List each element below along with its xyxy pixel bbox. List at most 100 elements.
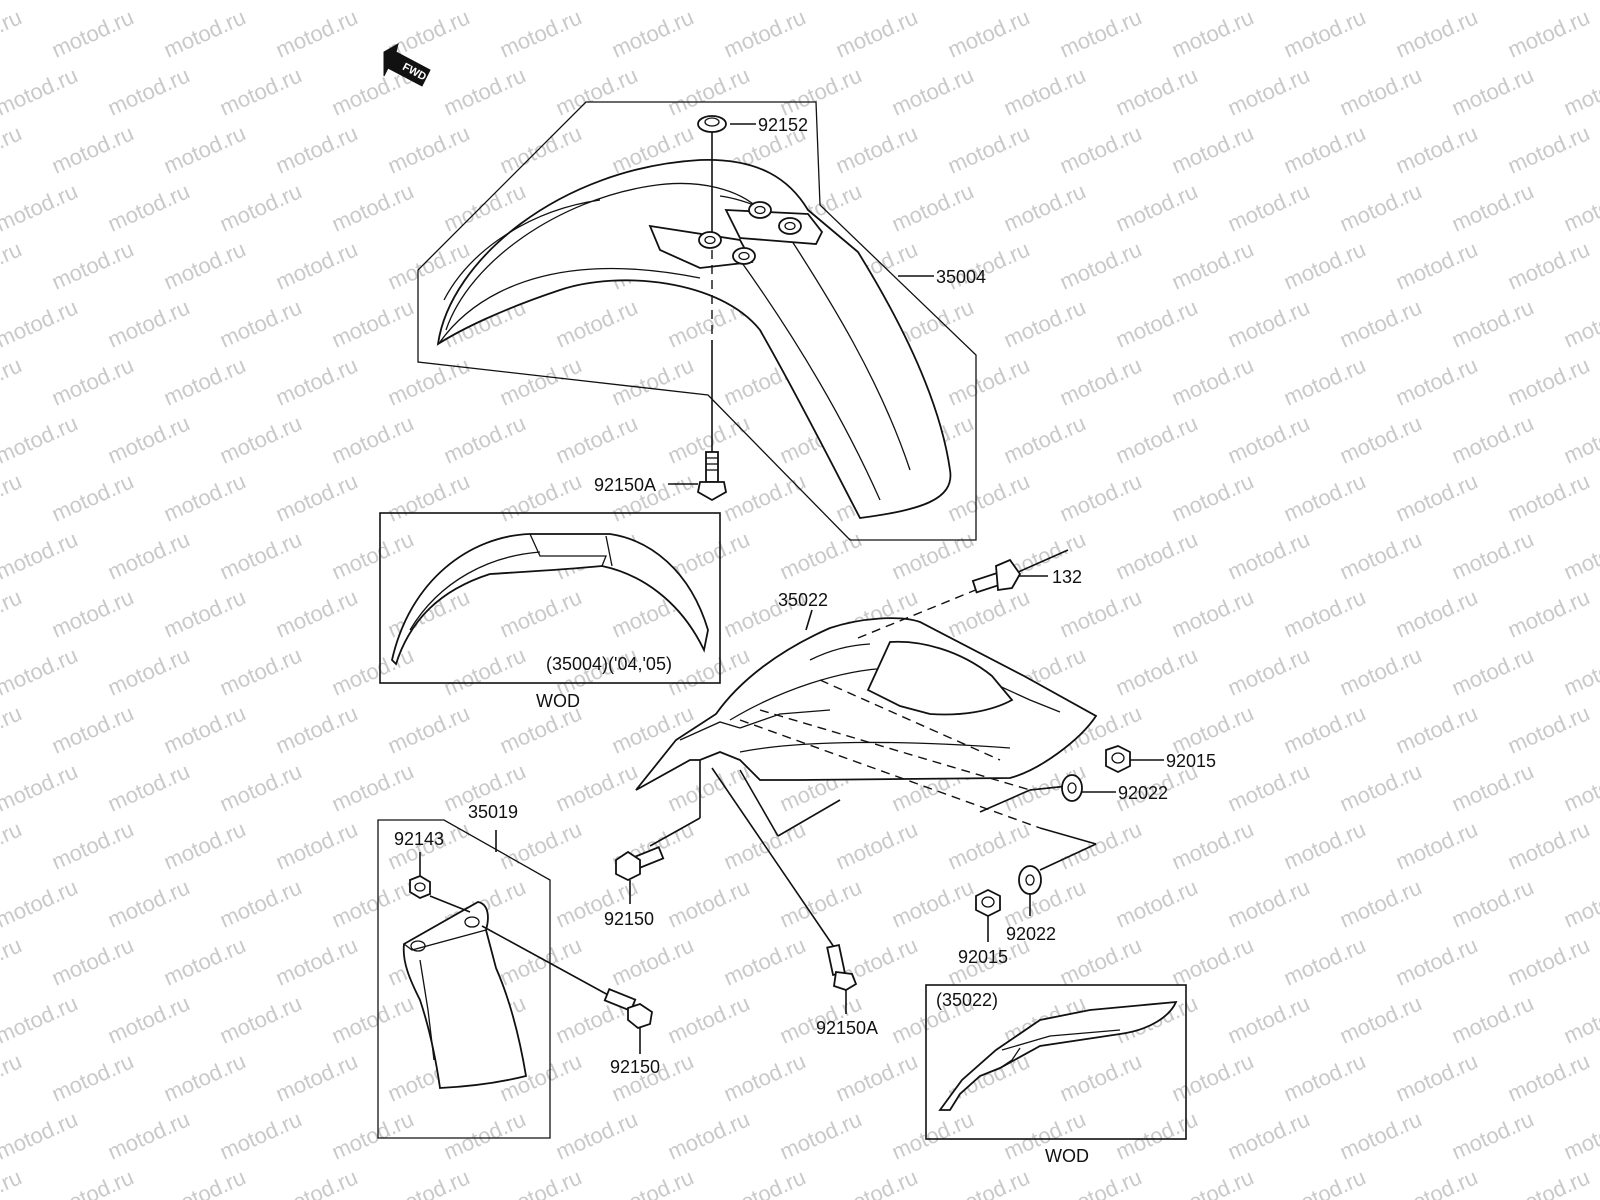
nut-92015-right bbox=[1105, 745, 1131, 774]
watermark-text: motod.ru bbox=[48, 1164, 137, 1200]
watermark-text: motod.ru bbox=[888, 178, 977, 236]
watermark-text: motod.ru bbox=[160, 468, 249, 526]
watermark-text: motod.ru bbox=[1112, 0, 1201, 5]
watermark-text: motod.ru bbox=[1056, 584, 1145, 642]
watermark-text: motod.ru bbox=[216, 0, 305, 5]
washer-92022-low bbox=[1018, 865, 1042, 895]
inset-front-fender-wod: (35004)('04,'05) WOD bbox=[379, 512, 721, 711]
watermark-text: motod.ru bbox=[160, 816, 249, 874]
watermark-text: motod.ru bbox=[328, 758, 417, 816]
watermark-text: motod.ru bbox=[328, 178, 417, 236]
callout-92152: 92152 bbox=[758, 115, 808, 135]
watermark-text: motod.ru bbox=[1392, 700, 1481, 758]
watermark-text: motod.ru bbox=[1280, 1048, 1369, 1106]
watermark-text: motod.ru bbox=[272, 1048, 361, 1106]
bolt-92150a-low bbox=[826, 943, 858, 991]
watermark-text: motod.ru bbox=[1224, 410, 1313, 468]
watermark-text: motod.ru bbox=[0, 990, 81, 1048]
watermark-text: motod.ru bbox=[440, 410, 529, 468]
watermark-text: motod.ru bbox=[216, 1106, 305, 1164]
watermark-text: motod.ru bbox=[1056, 816, 1145, 874]
watermark-text: motod.ru bbox=[1392, 816, 1481, 874]
watermark-text: motod.ru bbox=[272, 1164, 361, 1200]
bolt-92150-bottom bbox=[603, 988, 653, 1030]
callout-132: 132 bbox=[1052, 567, 1082, 587]
watermark-text: motod.ru bbox=[832, 120, 921, 178]
watermark-text: motod.ru bbox=[272, 120, 361, 178]
watermark-text: motod.ru bbox=[0, 468, 25, 526]
watermark-text: motod.ru bbox=[1560, 758, 1600, 816]
watermark-text: motod.ru bbox=[1056, 236, 1145, 294]
watermark-text: motod.ru bbox=[608, 4, 697, 62]
watermark-text: motod.ru bbox=[216, 874, 305, 932]
watermark-text: motod.ru bbox=[440, 0, 529, 5]
watermark-text: motod.ru bbox=[160, 4, 249, 62]
watermark-text: motod.ru bbox=[1056, 120, 1145, 178]
watermark-text: motod.ru bbox=[1168, 352, 1257, 410]
watermark-text: motod.ru bbox=[104, 526, 193, 584]
watermark-text: motod.ru bbox=[160, 1048, 249, 1106]
watermark-text: motod.ru bbox=[1392, 352, 1481, 410]
watermark-text: motod.ru bbox=[0, 932, 25, 990]
watermark-text: motod.ru bbox=[0, 526, 81, 584]
bolt-132 bbox=[971, 558, 1022, 594]
watermark-text: motod.ru bbox=[216, 294, 305, 352]
watermark-text: motod.ru bbox=[384, 120, 473, 178]
nut-92015-low bbox=[975, 888, 1001, 918]
watermark-text: motod.ru bbox=[0, 1048, 25, 1106]
watermark-text: motod.ru bbox=[1056, 468, 1145, 526]
watermark-text: motod.ru bbox=[1448, 0, 1537, 5]
watermark-text: motod.ru bbox=[1168, 1048, 1257, 1106]
watermark-text: motod.ru bbox=[944, 816, 1033, 874]
watermark-text: motod.ru bbox=[1000, 178, 1089, 236]
watermark-text: motod.ru bbox=[720, 1048, 809, 1106]
watermark-text: motod.ru bbox=[0, 816, 25, 874]
callout-92022-right: 92022 bbox=[1118, 783, 1168, 803]
nut-92143 bbox=[409, 874, 431, 900]
inset-rear-caption: (35022) bbox=[936, 990, 998, 1010]
watermark-text: motod.ru bbox=[0, 352, 25, 410]
watermark-text: motod.ru bbox=[1168, 4, 1257, 62]
watermark-text: motod.ru bbox=[1280, 4, 1369, 62]
watermark-text: motod.ru bbox=[776, 874, 865, 932]
fwd-arrow-icon: FWD bbox=[383, 42, 431, 87]
watermark-text: motod.ru bbox=[216, 990, 305, 1048]
watermark-text: motod.ru bbox=[1504, 584, 1593, 642]
watermark-text: motod.ru bbox=[1112, 1106, 1201, 1164]
watermark-text: motod.ru bbox=[832, 4, 921, 62]
watermark-text: motod.ru bbox=[1392, 1164, 1481, 1200]
watermark-text: motod.ru bbox=[1560, 874, 1600, 932]
watermark-text: motod.ru bbox=[48, 236, 137, 294]
watermark-text: motod.ru bbox=[832, 816, 921, 874]
watermark-text: motod.ru bbox=[1560, 62, 1600, 120]
watermark-text: motod.ru bbox=[1168, 1164, 1257, 1200]
watermark-text: motod.ru bbox=[664, 0, 753, 5]
watermark-text: motod.ru bbox=[48, 120, 137, 178]
watermark-text: motod.ru bbox=[384, 700, 473, 758]
watermark-text: motod.ru bbox=[1224, 0, 1313, 5]
watermark-text: motod.ru bbox=[1056, 4, 1145, 62]
bolt-92150a-top bbox=[696, 451, 728, 502]
inset-front-caption: (35004)('04,'05) bbox=[546, 654, 672, 674]
watermark-text: motod.ru bbox=[1560, 178, 1600, 236]
watermark-text: motod.ru bbox=[1224, 178, 1313, 236]
watermark-text: motod.ru bbox=[104, 990, 193, 1048]
watermark-text: motod.ru bbox=[328, 990, 417, 1048]
watermark-text: motod.ru bbox=[1224, 294, 1313, 352]
watermark-text: motod.ru bbox=[440, 642, 529, 700]
watermark-text: motod.ru bbox=[1448, 758, 1537, 816]
watermark-text: motod.ru bbox=[440, 1106, 529, 1164]
watermark-text: motod.ru bbox=[160, 352, 249, 410]
watermark-text: motod.ru bbox=[384, 1164, 473, 1200]
watermark-text: motod.ru bbox=[0, 178, 81, 236]
washer-92022-right bbox=[1061, 774, 1083, 802]
watermark-text: motod.ru bbox=[944, 1164, 1033, 1200]
watermark-text: motod.ru bbox=[48, 1048, 137, 1106]
watermark-text: motod.ru bbox=[1000, 0, 1089, 5]
watermark-text: motod.ru bbox=[1336, 758, 1425, 816]
watermark-text: motod.ru bbox=[832, 1164, 921, 1200]
watermark-text: motod.ru bbox=[1168, 120, 1257, 178]
watermark-text: motod.ru bbox=[496, 352, 585, 410]
watermark-text: motod.ru bbox=[48, 932, 137, 990]
watermark-text: motod.ru bbox=[1000, 410, 1089, 468]
